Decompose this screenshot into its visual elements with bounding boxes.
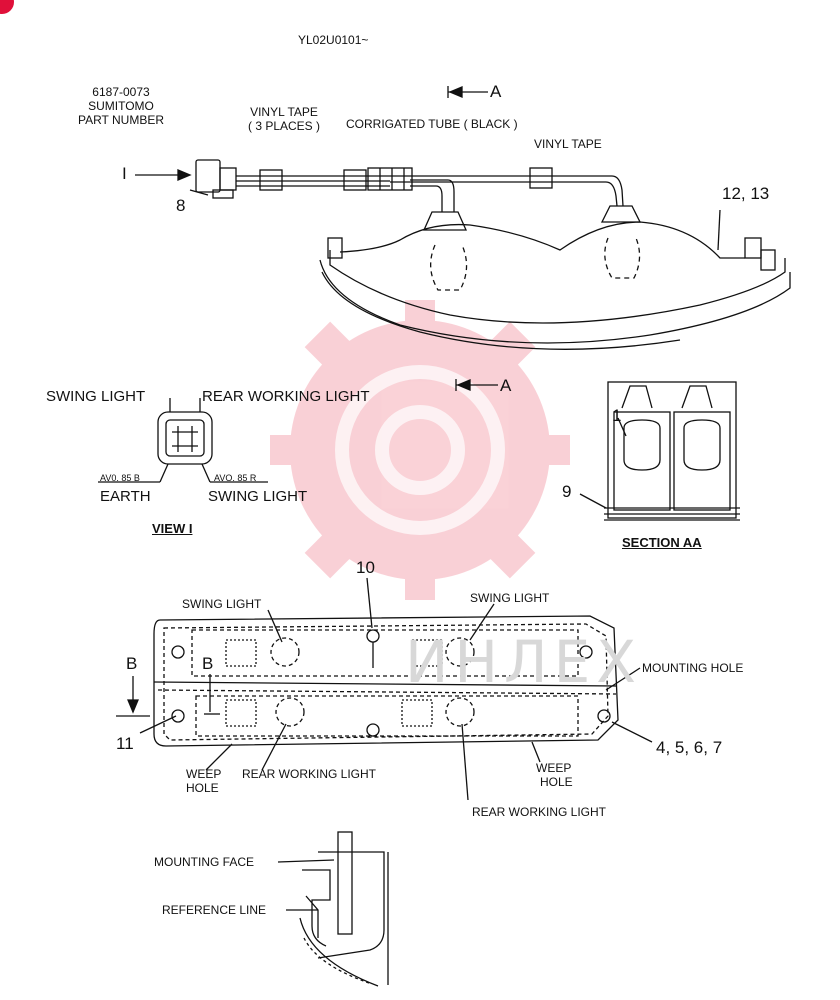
arrow-b-inner <box>204 674 220 715</box>
view-i-swing-light: SWING LIGHT <box>46 388 146 405</box>
watermark-text: ИНЛЕХ <box>405 628 642 696</box>
connector-plug <box>195 159 237 199</box>
hole-label: HOLE <box>186 781 219 795</box>
vinyl-tape-label: VINYL TAPE <box>250 105 318 119</box>
rear-working-light-label-2: REAR WORKING LIGHT <box>472 805 607 819</box>
gear-watermark-icon <box>270 300 570 600</box>
view-i-title: VIEW I <box>152 521 193 536</box>
arrow-i <box>135 169 192 181</box>
reference-line-label: REFERENCE LINE <box>162 903 267 917</box>
mounting-hole-label: MOUNTING HOLE <box>642 661 744 675</box>
item-10-label: 10 <box>356 558 375 577</box>
section-aa-title: SECTION AA <box>622 535 702 550</box>
lamp-side-view <box>319 205 791 350</box>
arrow-b-outer-label: B <box>126 654 138 673</box>
earth-label: EARTH <box>100 488 151 505</box>
arrow-b-inner-label: B <box>202 654 214 673</box>
drawing-code: YL02U0101~ <box>298 33 369 47</box>
leader-8 <box>189 189 209 196</box>
hole-label-2: HOLE <box>540 775 573 789</box>
view-i-swing-light-2: SWING LIGHT <box>208 488 308 505</box>
arrow-b-outer <box>116 676 150 717</box>
detail-b-drawing <box>277 831 389 987</box>
weep-label-2: WEEP <box>536 761 572 775</box>
items-4-7-label: 4, 5, 6, 7 <box>656 738 723 757</box>
view-i-rear-working-light: REAR WORKING LIGHT <box>202 388 370 405</box>
rear-working-light-label-1: REAR WORKING LIGHT <box>242 767 377 781</box>
swing-light-right-label: SWING LIGHT <box>470 591 550 605</box>
corrugated-tube <box>367 167 413 191</box>
lamp-front-view <box>139 577 653 801</box>
section-arrow-a-label: A <box>500 376 512 395</box>
section-aa-drawing <box>579 381 740 521</box>
corrugated-tube-label: CORRIGATED TUBE ( BLACK ) <box>346 117 518 131</box>
connector-part-number: 6187-0073 <box>92 85 150 99</box>
leader-12-13 <box>717 209 721 251</box>
item-1-label: 1 <box>612 406 622 425</box>
mounting-face-label: MOUNTING FACE <box>154 855 255 869</box>
item-12-13-label: 12, 13 <box>722 184 770 203</box>
wire-avo-b: AV0. 85 B <box>100 473 140 483</box>
item-8-label: 8 <box>176 196 186 215</box>
connector-maker: SUMITOMO <box>88 99 154 113</box>
part-number-label: PART NUMBER <box>77 113 164 127</box>
gear-watermark-inner <box>335 365 505 535</box>
arrow-i-label: I <box>122 164 127 183</box>
item-11-label: 11 <box>116 734 134 753</box>
arrow-a-top <box>447 86 488 98</box>
arrow-a-label: A <box>490 82 502 101</box>
swing-light-left-label: SWING LIGHT <box>182 597 262 611</box>
arrow-a-mid <box>455 379 498 391</box>
weep-label: WEEP <box>186 767 222 781</box>
harness-wires <box>236 167 624 212</box>
item-9-label: 9 <box>562 482 572 501</box>
wire-avo-r: AVO. 85 R <box>214 473 257 483</box>
view-i-connector <box>98 398 268 483</box>
vinyl-tape-label-2: VINYL TAPE <box>534 137 602 151</box>
places-label: ( 3 PLACES ) <box>247 119 321 133</box>
